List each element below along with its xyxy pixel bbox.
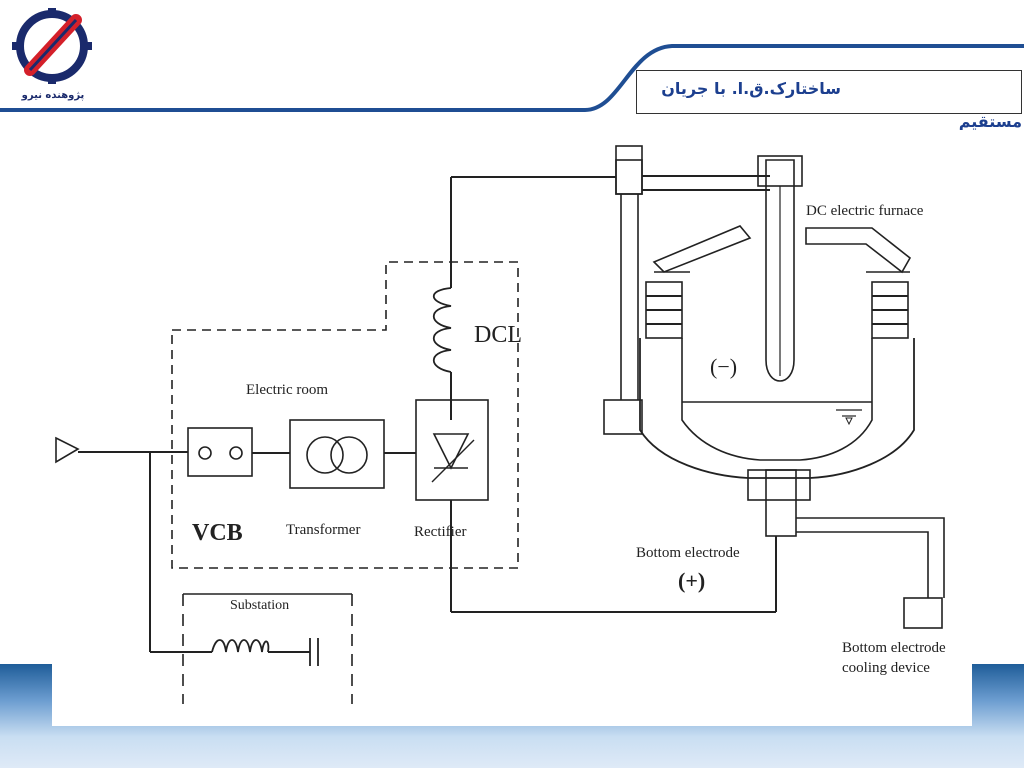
- furnace-roof-left: [652, 225, 752, 273]
- header-curve: [0, 44, 1024, 112]
- furnace-shell: [639, 338, 915, 479]
- cooling-device: [903, 597, 943, 629]
- bottom-electrode: [747, 469, 811, 501]
- slide-title-overflow: مستقیم: [958, 112, 1022, 130]
- label-positive: (+): [678, 568, 706, 593]
- electric-room-boundary: [171, 261, 519, 569]
- label-electric-room: Electric room: [246, 382, 329, 398]
- column-cap: [615, 145, 643, 195]
- logo-icon: [12, 8, 92, 84]
- dcl-coil-icon: [432, 287, 452, 373]
- cooling-pipe: [796, 517, 945, 598]
- slide-title-box: ساختارک.ق.ا. با جریان: [636, 70, 1022, 114]
- label-bottom-electrode: Bottom electrode: [636, 545, 740, 561]
- label-rectifier: Rectifier: [414, 524, 467, 540]
- furnace-roof-right: [805, 227, 912, 274]
- diagram-panel: [52, 120, 972, 726]
- column-base: [603, 399, 643, 435]
- graphite-electrode: [765, 159, 795, 382]
- logo-caption: پژوهنده نیرو: [21, 90, 85, 101]
- label-vcb: VCB: [192, 520, 243, 546]
- logo: پژوهنده نیرو: [8, 4, 98, 108]
- slide-title: ساختارک.ق.ا. با جریان: [661, 79, 841, 98]
- label-dcl: DCL: [474, 322, 522, 348]
- label-dc-furnace: DC electric furnace: [806, 203, 924, 219]
- substation-coil-icon: [211, 639, 270, 653]
- label-negative: (−): [710, 354, 738, 379]
- label-cooling-line2: cooling device: [842, 660, 930, 676]
- label-transformer: Transformer: [286, 522, 361, 538]
- transformer-box: [289, 419, 385, 489]
- label-cooling-line1: Bottom electrode: [842, 640, 946, 656]
- source-triangle-icon: [55, 436, 80, 464]
- label-substation: Substation: [230, 598, 290, 613]
